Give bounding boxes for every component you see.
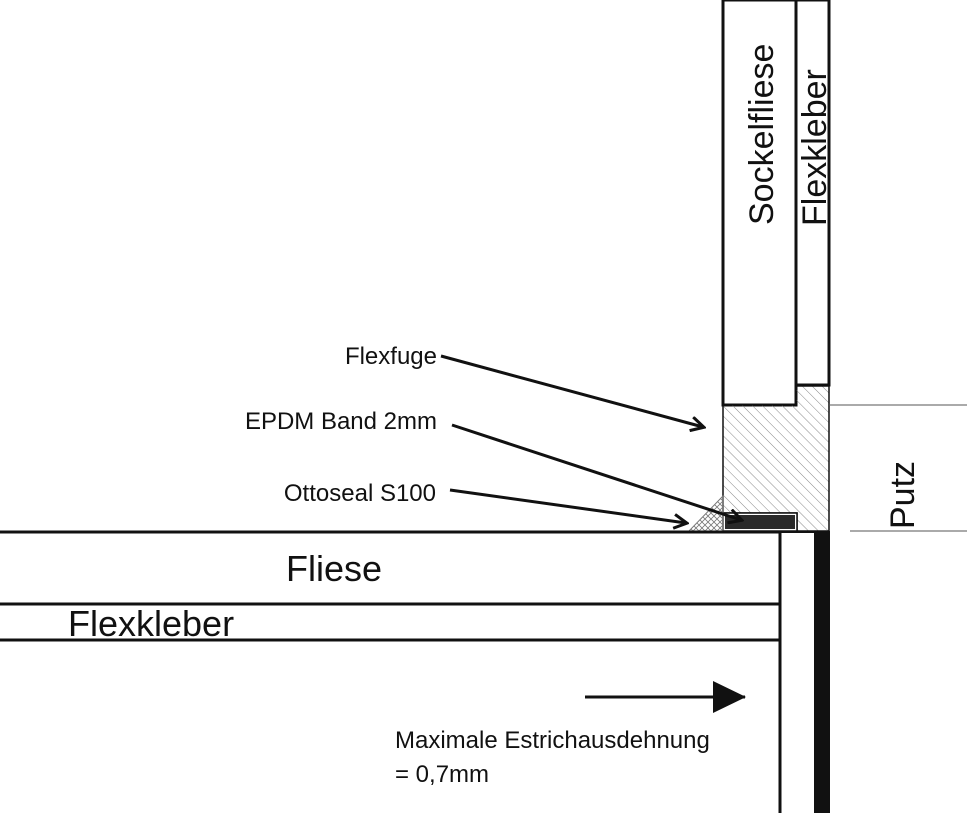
fliese-label: Fliese (286, 548, 382, 589)
flexfuge-label: Flexfuge (345, 343, 437, 370)
epdm-arrow (451, 423, 741, 520)
flexkleber-wall-label: Flexkleber (796, 69, 834, 226)
expansion-label-line1: Maximale Estrichausdehnung (395, 727, 710, 754)
flexfuge-joint (722, 385, 830, 532)
flexfuge-arrow (440, 354, 703, 427)
edge-strip (814, 533, 830, 813)
sockelfliese-body (721, 0, 798, 407)
ottoseal-arrow (449, 488, 686, 523)
sockelfliese-label: Sockelfliese (743, 44, 781, 225)
putz-label: Putz (884, 461, 922, 529)
epdm-band-label: EPDM Band 2mm (245, 408, 437, 435)
flexkleber-floor-label: Flexkleber (68, 603, 234, 644)
ottoseal-label: Ottoseal S100 (284, 480, 436, 507)
expansion-label-line2: = 0,7mm (395, 761, 489, 788)
flexkleber-wall-body (794, 0, 831, 387)
